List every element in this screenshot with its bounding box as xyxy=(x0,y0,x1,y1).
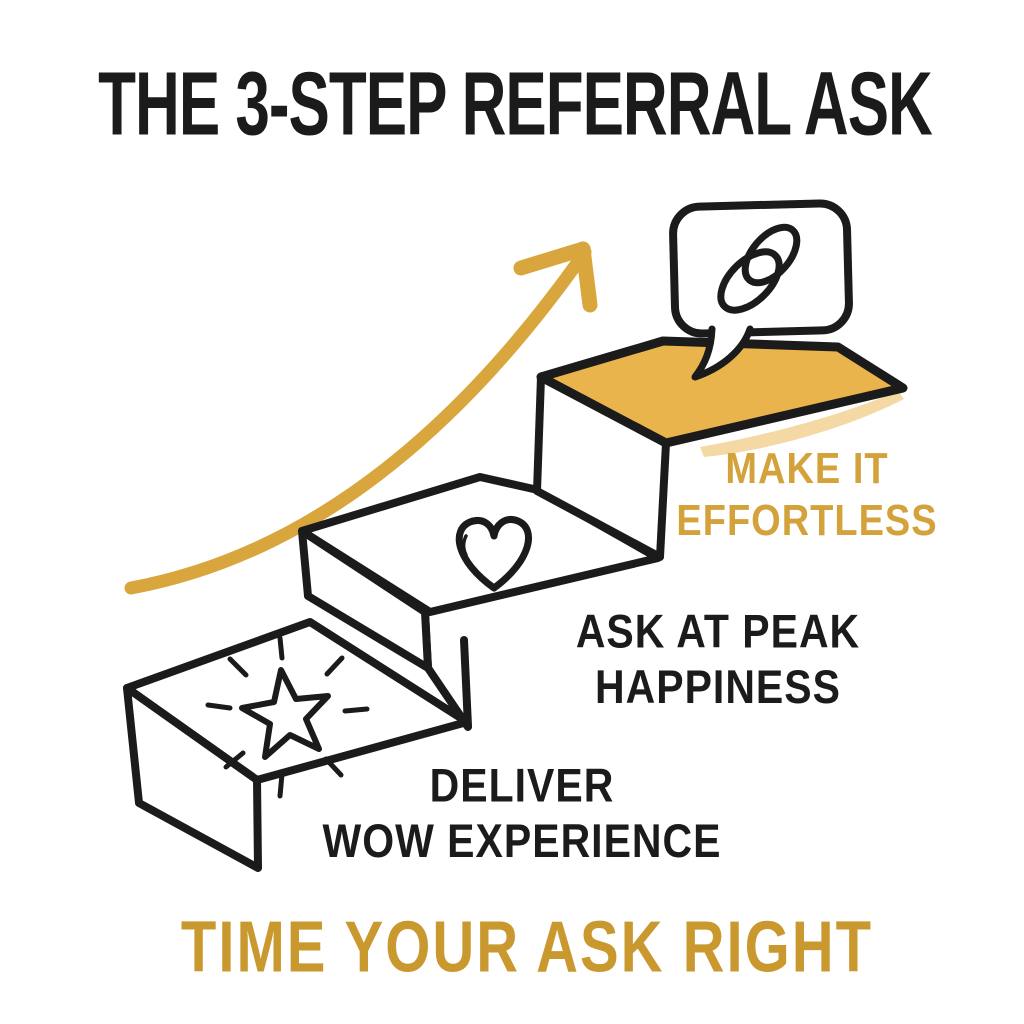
step-1-label: DELIVER WOW EXPERIENCE xyxy=(323,758,722,869)
step-2-label-line1: ASK AT PEAK xyxy=(575,605,861,659)
step-2 xyxy=(298,473,662,731)
step-3-label-line2: EFFORTLESS xyxy=(676,496,938,546)
page-title: THE 3-STEP REFERRAL ASK xyxy=(98,54,933,155)
step-1-label-line1: DELIVER xyxy=(429,759,615,813)
growth-arrow-icon xyxy=(124,241,598,595)
link-icon xyxy=(717,223,801,314)
tagline: TIME YOUR ASK RIGHT xyxy=(180,906,874,988)
step-3-label-line1: MAKE IT xyxy=(725,445,889,494)
step-2-label-line2: HAPPINESS xyxy=(595,660,841,714)
heart-icon xyxy=(455,516,532,592)
sparkle-star-icon xyxy=(205,635,370,799)
step-3-label: MAKE IT EFFORTLESS xyxy=(676,444,937,547)
step-3 xyxy=(533,336,908,561)
step-1 xyxy=(123,618,471,872)
step-2-label: ASK AT PEAK HAPPINESS xyxy=(576,604,860,715)
gold-marker-smear xyxy=(700,391,904,457)
staircase xyxy=(123,336,908,872)
step-1-label-line2: WOW EXPERIENCE xyxy=(322,814,722,868)
speech-bubble xyxy=(669,199,853,381)
step-3-gold-top xyxy=(536,336,908,448)
